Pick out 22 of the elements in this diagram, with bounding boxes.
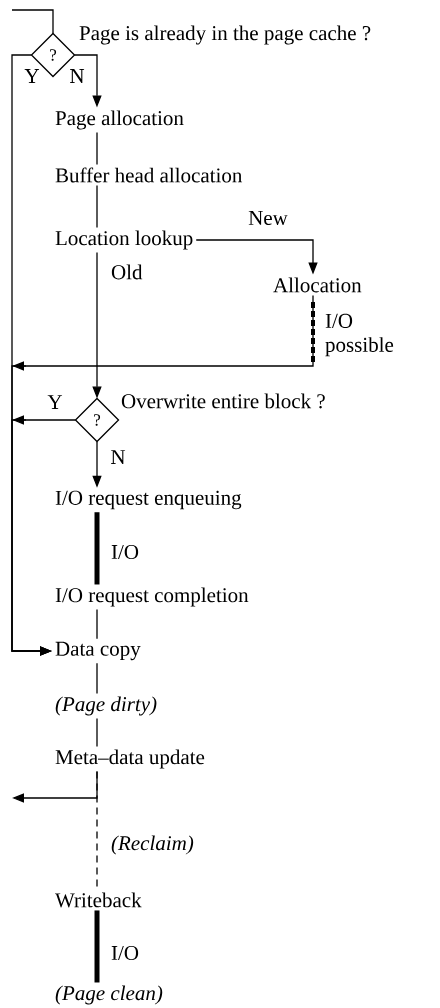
edge-label: Old: [111, 264, 143, 280]
edge-label: N: [111, 450, 126, 464]
edge-label: (Reclaim): [111, 835, 194, 855]
step-label: Buffer head allocation: [55, 167, 243, 183]
step-label: Writeback: [55, 892, 142, 908]
step-label: I/O request completion: [55, 587, 249, 607]
question-label: Overwrite entire block ?: [121, 393, 325, 409]
edge-label: New: [248, 211, 288, 225]
step-label: Location lookup: [55, 230, 193, 250]
arrow: [11, 415, 77, 656]
edge-label: Y: [47, 395, 63, 409]
step-label: Allocation: [273, 277, 362, 293]
step-label: Meta–data update: [55, 749, 205, 769]
edge-label: I/O: [111, 544, 139, 560]
step-label: (Page dirty): [55, 696, 157, 716]
step-label: Page allocation: [55, 110, 184, 130]
step-label: I/O request enqueuing: [55, 490, 242, 510]
step-label: Data copy: [55, 641, 141, 661]
edge-label: I/O possible: [325, 313, 394, 357]
question-label: Page is already in the page cache ?: [79, 25, 371, 45]
edge-label: I/O: [111, 945, 139, 961]
step-label: (Page clean): [55, 985, 163, 1005]
